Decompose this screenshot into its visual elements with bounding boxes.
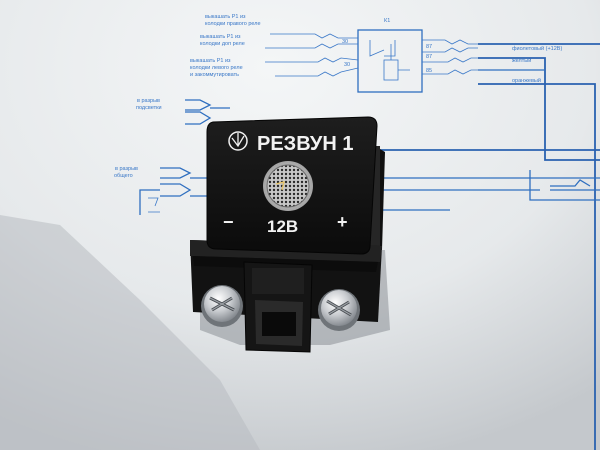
speaker-grille-icon (263, 161, 313, 211)
voltage-label: 12В (267, 217, 298, 236)
screw-icon (201, 285, 243, 327)
screw-icon (318, 289, 360, 331)
side-label-1b: подсветки (136, 105, 162, 111)
minus-sign: − (223, 212, 234, 232)
side-label-1a: в разрыв (137, 98, 160, 104)
right-label-2: желтый (512, 57, 531, 64)
side-label-2a: в разрыв (115, 166, 138, 172)
left-label-1b: колодки правого реле (205, 21, 261, 27)
wire-orange (478, 83, 596, 450)
right-label-1: фиолетовый (+12В) (512, 45, 562, 52)
paper-shadow (0, 215, 260, 450)
relay-ic-box (357, 29, 423, 93)
pin-87a: 87 (426, 44, 432, 50)
wire-yellow (478, 57, 600, 161)
relay-module: РЕЗВУН 1 − 12В + (190, 116, 390, 353)
pin-87b: 87 (426, 54, 432, 60)
left-label-3b: колодки левого реле (190, 65, 243, 71)
left-label-2a: выкашать Р1 из (200, 34, 241, 40)
relay-logo-icon (228, 131, 248, 151)
connector-socket (262, 312, 296, 336)
relay-contact (369, 40, 396, 57)
left-label-3a: выкашать Р1 из (190, 58, 231, 64)
wiring-diagram: К1 выкашать Р1 из колодки правого реле в… (114, 14, 600, 450)
pin-30a: 30 (342, 39, 348, 45)
pin-30b: 30 (344, 62, 350, 68)
left-label-3c: и закоммутировать (190, 72, 239, 78)
ic-label: К1 (384, 18, 390, 24)
device-title: РЕЗВУН 1 (257, 133, 353, 155)
side-label-2b: общего (114, 173, 133, 179)
right-label-3: оранжевый (512, 77, 541, 84)
left-label-2b: колодки доп реле (200, 41, 245, 47)
left-label-1a: выкашать Р1 из (205, 14, 246, 20)
plus-sign: + (337, 212, 348, 232)
pin-85: 85 (426, 68, 432, 74)
